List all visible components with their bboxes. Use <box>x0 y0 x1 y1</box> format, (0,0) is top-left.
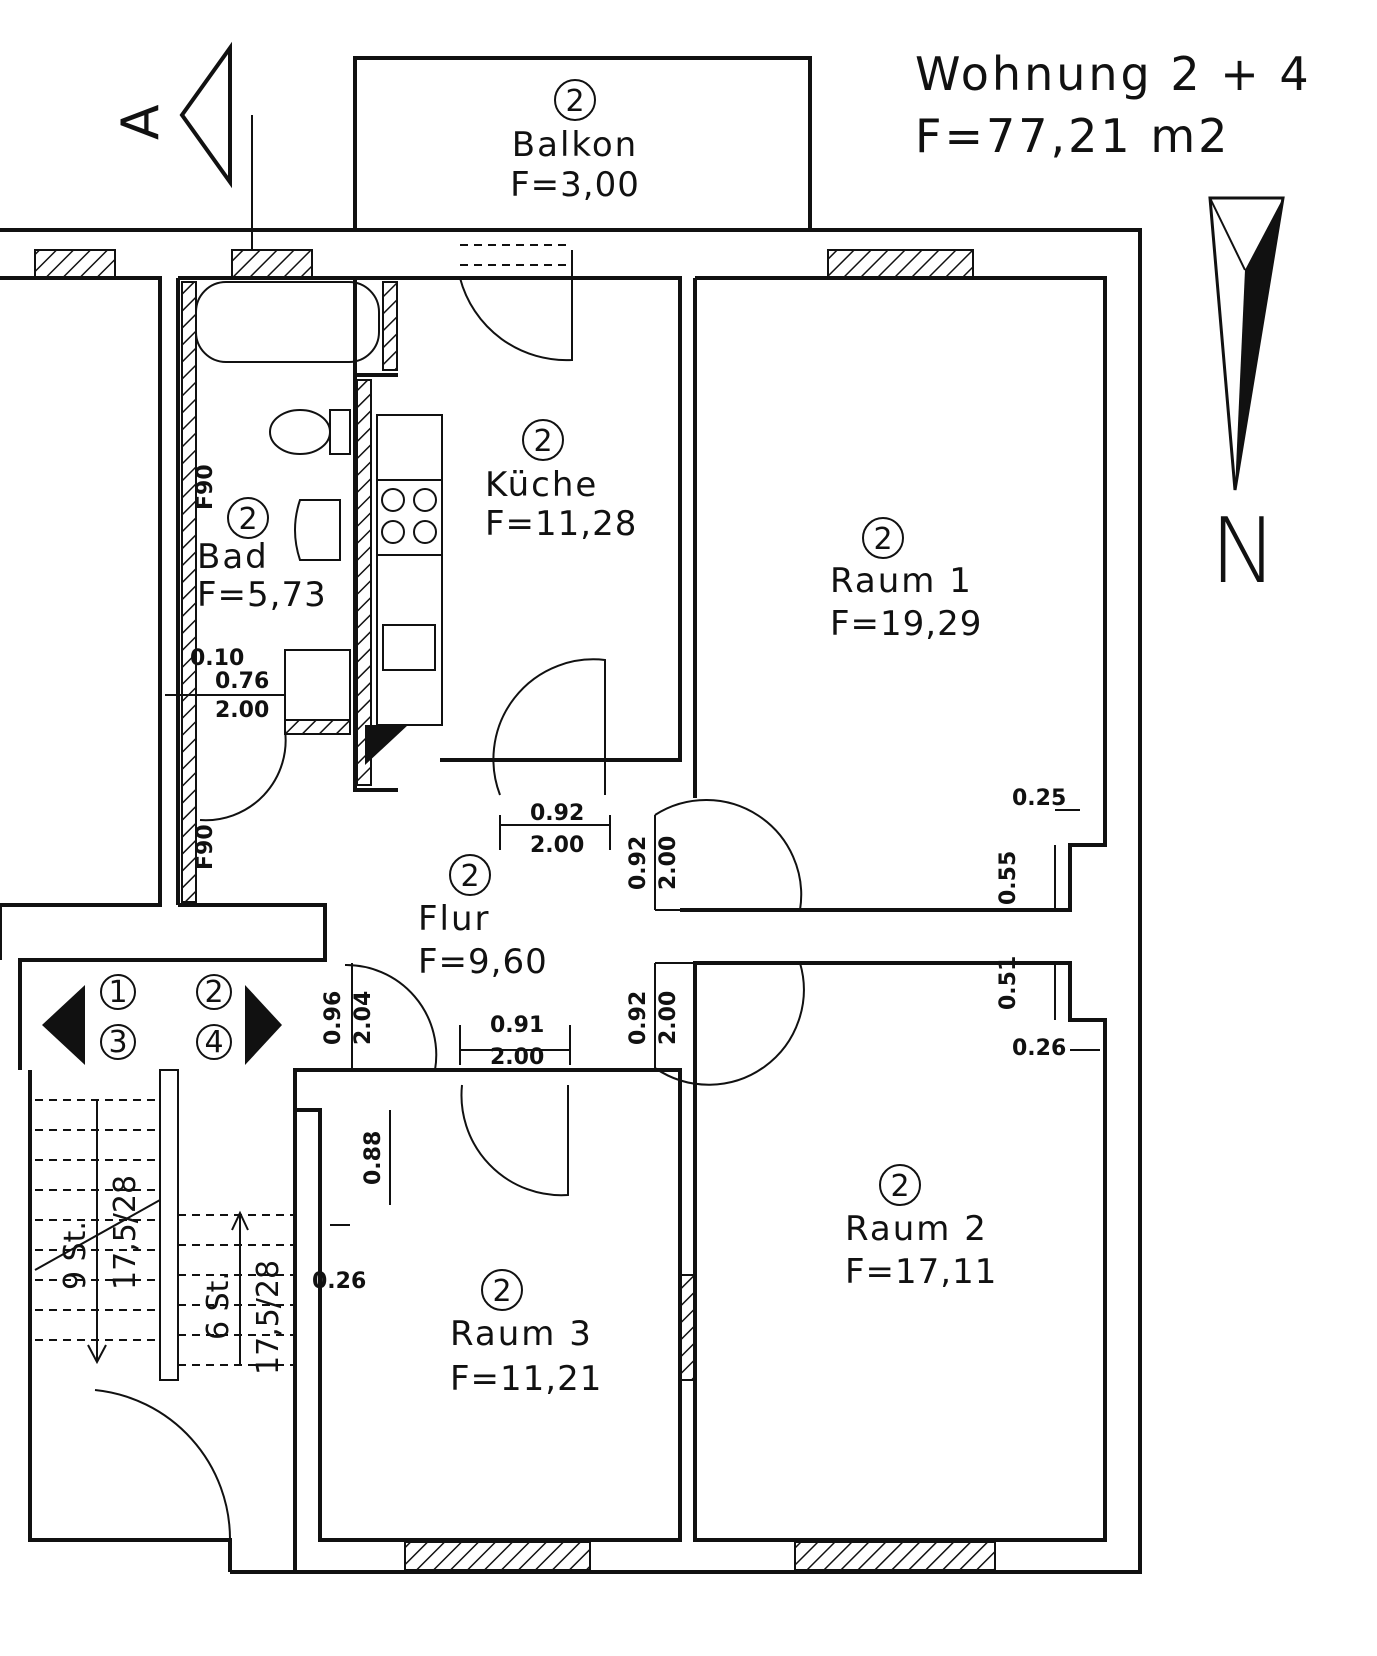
dim-raum1-door-height: 2.00 <box>656 836 681 890</box>
dim-raum3-niche-width: 0.88 <box>361 1131 386 1185</box>
room-kueche: 2 Küche F=11,28 <box>485 419 637 544</box>
window-4 <box>404 1541 591 1571</box>
svg-text:2: 2 <box>460 859 479 894</box>
dim-raum3-niche-depth: 0.26 <box>312 1269 366 1294</box>
raum2-name: Raum 2 <box>845 1209 988 1249</box>
dim-raum1-niche-width: 0.55 <box>996 851 1021 905</box>
dim-kueche-door-height: 2.00 <box>530 833 584 858</box>
bad-area: F=5,73 <box>197 575 327 615</box>
bad-name: Bad <box>197 537 269 577</box>
raum2-wall <box>693 961 1107 1542</box>
room-balkon: 2 Balkon F=3,00 <box>510 79 640 205</box>
outer-wall <box>0 228 1142 1574</box>
dim-raum1-niche-depth: 0.25 <box>1012 786 1066 811</box>
svg-text:2: 2 <box>565 84 584 119</box>
section-label: A <box>111 104 171 140</box>
window-3 <box>827 249 974 279</box>
north-label: N <box>1210 499 1277 604</box>
stair-right-ratio: 17,5/28 <box>251 1260 286 1375</box>
svg-text:2: 2 <box>238 502 257 537</box>
raum1-area: F=19,29 <box>830 604 982 644</box>
dim-raum2-niche-width: 0.51 <box>996 956 1021 1010</box>
svg-text:2: 2 <box>533 424 552 459</box>
raum1-name: Raum 1 <box>830 561 973 601</box>
apartment-total-area: F=77,21 m2 <box>915 109 1230 163</box>
kueche-name: Küche <box>485 465 598 505</box>
landing-unit-3: 3 <box>108 1025 127 1060</box>
raum3-area: F=11,21 <box>450 1359 602 1399</box>
dim-raum2-door-width: 0.92 <box>626 991 651 1045</box>
landing-unit-4: 4 <box>204 1025 223 1060</box>
dim-entry-door-height: 2.04 <box>351 991 376 1045</box>
flur-area: F=9,60 <box>418 942 548 982</box>
dim-raum2-niche-depth: 0.26 <box>1012 1036 1066 1061</box>
room-flur: 2 Flur F=9,60 <box>418 854 548 982</box>
arrow-left-icon <box>42 985 85 1065</box>
dim-kueche-door-width: 0.92 <box>530 801 584 826</box>
dim-entry-door-width: 0.96 <box>321 991 346 1045</box>
dim-raum3-door-height: 2.00 <box>490 1045 544 1070</box>
north-arrow-icon <box>1208 196 1285 491</box>
kueche-area: F=11,28 <box>485 504 637 544</box>
dim-raum2-door-height: 2.00 <box>656 991 681 1045</box>
window-1 <box>34 249 116 279</box>
balkon-area: F=3,00 <box>510 165 640 205</box>
dim-bad-door-wall: 0.10 <box>190 646 244 671</box>
arrow-right-icon <box>245 985 282 1065</box>
window-5 <box>794 1541 996 1571</box>
fire-door-label-2: F90 <box>193 824 218 870</box>
stair-left-ratio: 17,5/28 <box>108 1175 143 1290</box>
dim-bad-door-width: 0.76 <box>215 669 269 694</box>
neighbor-wall <box>0 276 162 907</box>
dim-raum3-door-width: 0.91 <box>490 1013 544 1038</box>
svg-text:2: 2 <box>492 1274 511 1309</box>
dim-bad-door-height: 2.00 <box>215 698 269 723</box>
section-marker-icon <box>179 41 253 250</box>
svg-text:2: 2 <box>873 522 892 557</box>
stair-left-steps: 9 St. <box>58 1221 93 1290</box>
svg-text:2: 2 <box>890 1169 909 1204</box>
raum2-area: F=17,11 <box>845 1252 997 1292</box>
landing-unit-1: 1 <box>108 975 127 1010</box>
landing-unit-2: 2 <box>204 975 223 1010</box>
room-raum2: 2 Raum 2 F=17,11 <box>845 1164 997 1292</box>
staircase <box>34 1069 295 1541</box>
balkon-name: Balkon <box>512 125 638 165</box>
window-2 <box>231 249 313 279</box>
apartment-title: Wohnung 2 + 4 <box>915 47 1312 101</box>
room-raum1: 2 Raum 1 F=19,29 <box>830 517 982 644</box>
stair-right-steps: 6 St. <box>201 1271 236 1340</box>
room-raum3: 2 Raum 3 F=11,21 <box>450 1269 602 1399</box>
room-bad: 2 Bad F=5,73 <box>197 497 327 615</box>
fire-door-label-1: F90 <box>193 464 218 510</box>
flur-name: Flur <box>418 899 491 939</box>
raum1-wall <box>680 276 1107 912</box>
raum3-name: Raum 3 <box>450 1314 593 1354</box>
dim-raum1-door-width: 0.92 <box>626 836 651 890</box>
